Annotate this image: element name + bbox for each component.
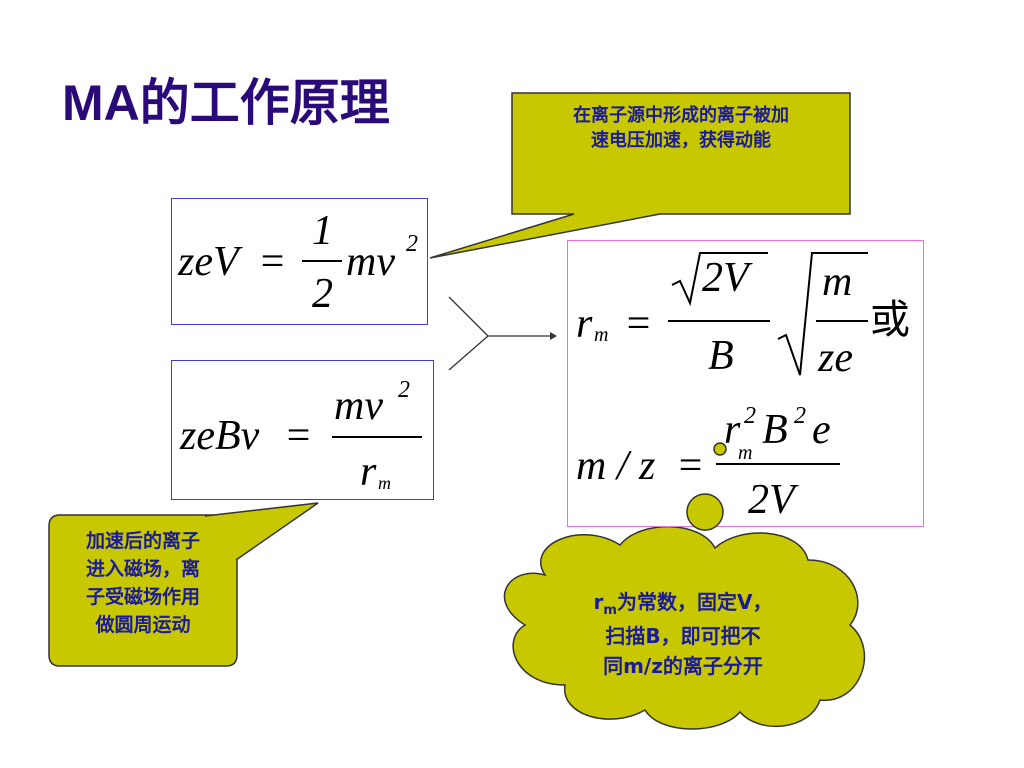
eq3-den2: ze [817,335,853,381]
left-callout-line4: 做圆周运动 [95,614,191,637]
eq4-num-b: B [762,407,788,453]
left-callout-line3: 子受磁场作用 [85,586,200,609]
eq3-or: 或 [870,297,910,343]
eq1-exponent: 2 [406,231,418,257]
left-callout-line1: 加速后的离子 [85,530,200,552]
equation-results: r m = 2V B m ze 或 m / z = r 2 m B 2 e 2V [576,252,910,523]
eq1-denominator: 2 [312,271,333,317]
eq3-num2: m [822,259,852,305]
eq2-denominator: r [360,449,377,495]
eq4-num-sub: m [738,442,752,464]
equation-lorentz-force: zeBv = mv 2 r m [179,377,422,495]
cloud-line2: 扫描B，即可把不 [605,623,761,648]
equation-kinetic-energy: zeV = 1 2 mv 2 [177,208,418,317]
left-callout-line2: 进入磁场，离 [85,558,200,581]
eq2-exponent: 2 [398,377,410,403]
slide-title: MA的工作原理 [62,75,390,131]
left-callout-text: 加速后的离子 进入磁场，离 子受磁场作用 做圆周运动 [49,527,237,639]
eq1-rhs: mv [346,239,395,285]
eq1-numerator: 1 [312,208,333,254]
eq4-num-exp2: 2 [794,403,806,429]
cloud-line3: 同m/z的离子分开 [603,653,763,678]
merge-lines [448,296,489,371]
eq3-num1: 2V [702,255,753,301]
equation-box-lorentz-force: zeBv = mv 2 r m [171,360,434,500]
top-callout-line2: 速电压加速，获得动能 [591,130,771,152]
cloud-callout-text: rm为常数，固定V， 扫描B，即可把不 同m/z的离子分开 [548,587,818,681]
eq1-equals: = [258,239,286,285]
top-callout-text: 在离子源中形成的离子被加 速电压加速，获得动能 [512,103,850,153]
cloud-line1: rm为常数，固定V， [593,590,773,618]
eq4-lhs: m / z [576,443,655,489]
eq3-lhs-sub: m [594,324,608,346]
merge-arrowhead [550,332,557,340]
top-callout-bubble [429,92,851,259]
eq3-equals: = [624,301,652,347]
eq2-numerator: mv [334,383,383,429]
eq2-equals: = [284,413,312,459]
eq3-den1: B [708,333,734,379]
eq4-den: 2V [748,477,799,523]
eq3-lhs: r [576,301,593,347]
equation-box-results: r m = 2V B m ze 或 m / z = r 2 m B 2 e 2V [567,240,924,527]
eq4-num-r: r [724,407,741,453]
eq1-lhs: zeV [177,239,243,285]
eq4-num-exp1: 2 [744,403,756,429]
eq4-equals: = [676,443,704,489]
equation-box-kinetic-energy: zeV = 1 2 mv 2 [171,198,428,325]
eq2-lhs: zeBv [179,413,260,459]
eq4-num-e: e [812,407,831,453]
eq2-denominator-sub: m [378,473,391,493]
top-callout-line1: 在离子源中形成的离子被加 [573,105,789,126]
